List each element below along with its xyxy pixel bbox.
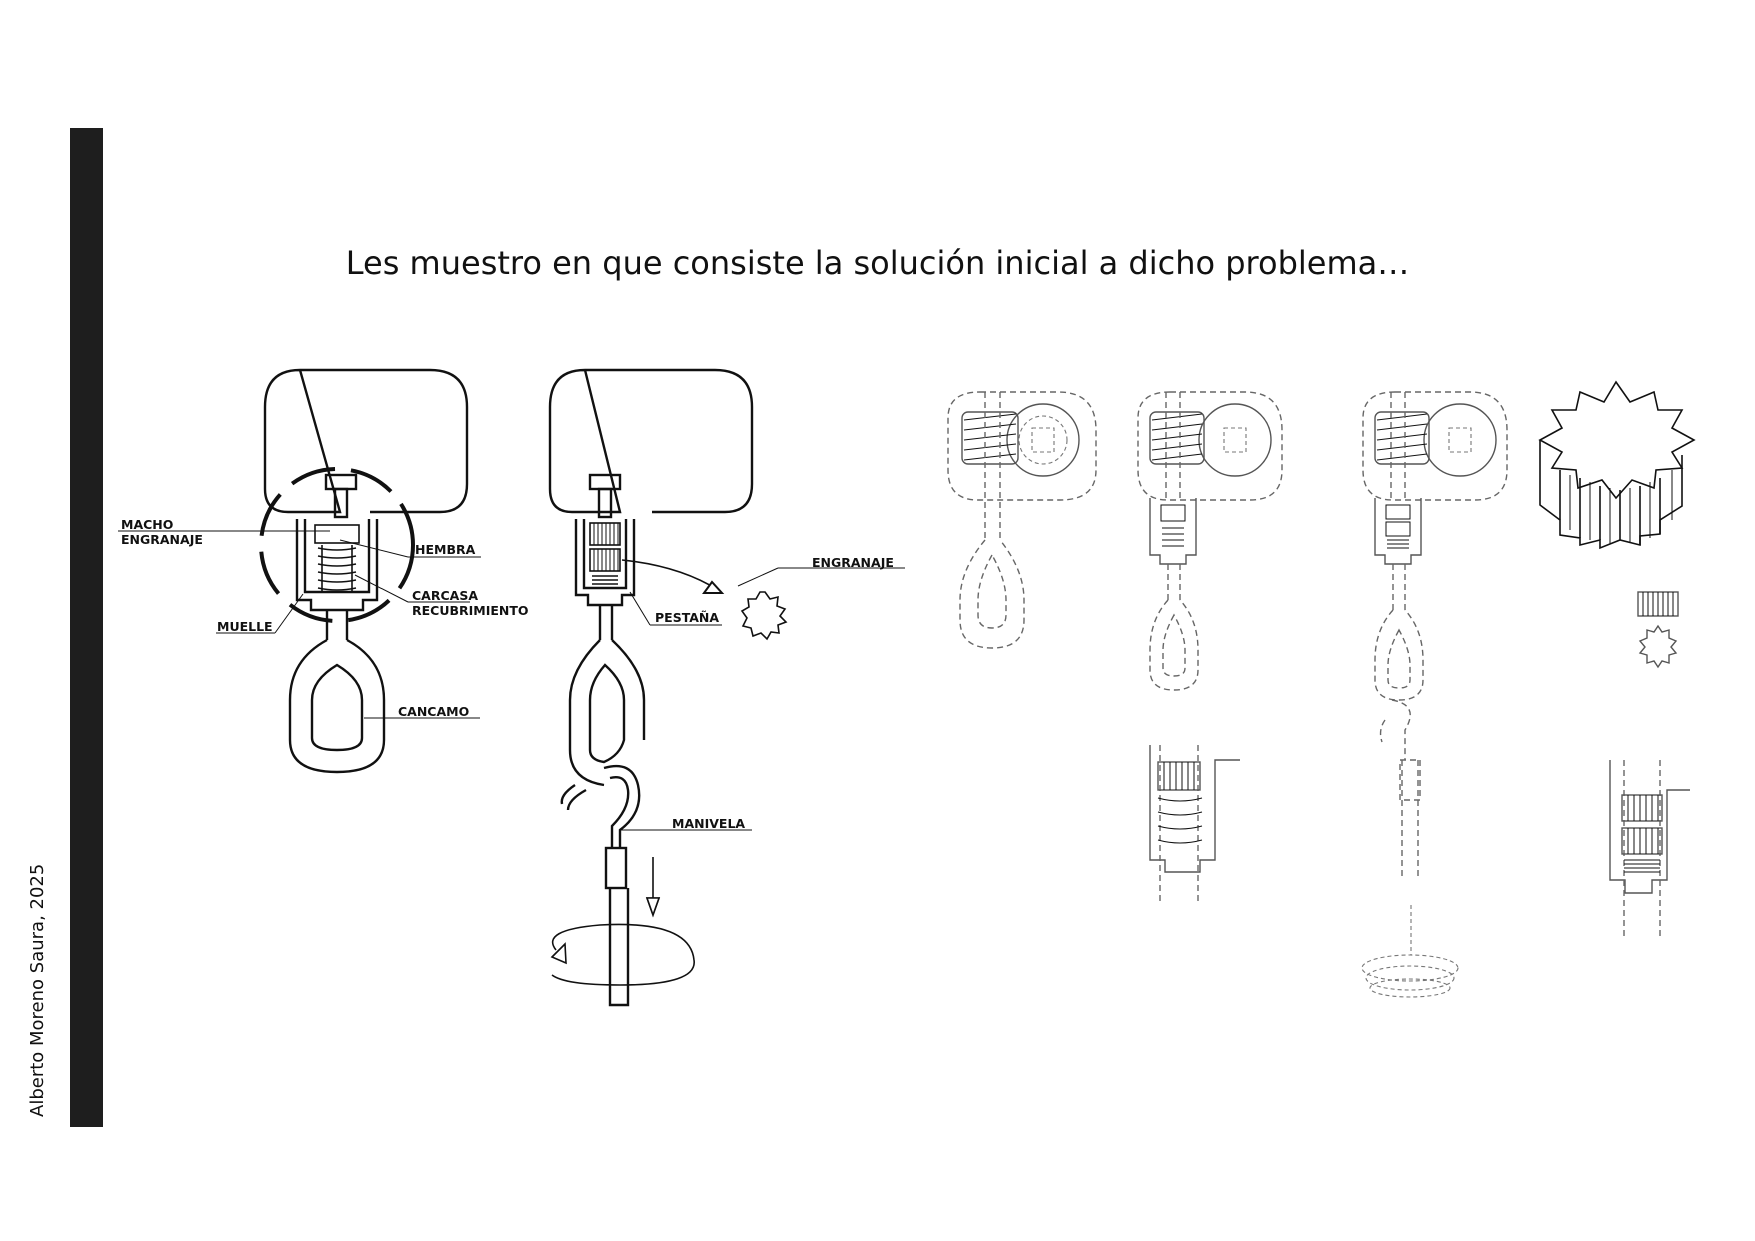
label-carcasa: CARCASA [412,588,478,603]
figure-sequence-step-3 [1361,391,1508,998]
label-manivela: MANIVELA [672,816,745,831]
label-pestana: PESTAÑA [655,610,719,625]
figure-small-gear-parts [1609,591,1690,940]
slide-title: Les muestro en que consiste la solución … [345,244,1410,282]
label-hembra: HEMBRA [415,542,476,557]
figure-assembly-crank: ENGRANAJE PESTAÑA MANIVELA [548,368,905,1007]
label-cancamo: CANCAMO [398,704,469,719]
label-recubrimiento: RECUBRIMIENTO [412,603,529,618]
figure-gear-3d [1538,380,1696,550]
figure-assembly-labeled: MACHO ENGRANAJE HEMBRA CARCASA RECUBRIMI… [118,368,529,774]
label-muelle: MUELLE [217,619,273,634]
sidebar-accent-bar [70,128,103,1127]
label-macho: MACHO [121,517,173,532]
figure-sequence-step-1 [947,391,1097,649]
label-engranaje-macho: ENGRANAJE [121,532,203,547]
figure-sequence-step-2 [1137,391,1283,905]
label-engranaje: ENGRANAJE [812,555,894,570]
